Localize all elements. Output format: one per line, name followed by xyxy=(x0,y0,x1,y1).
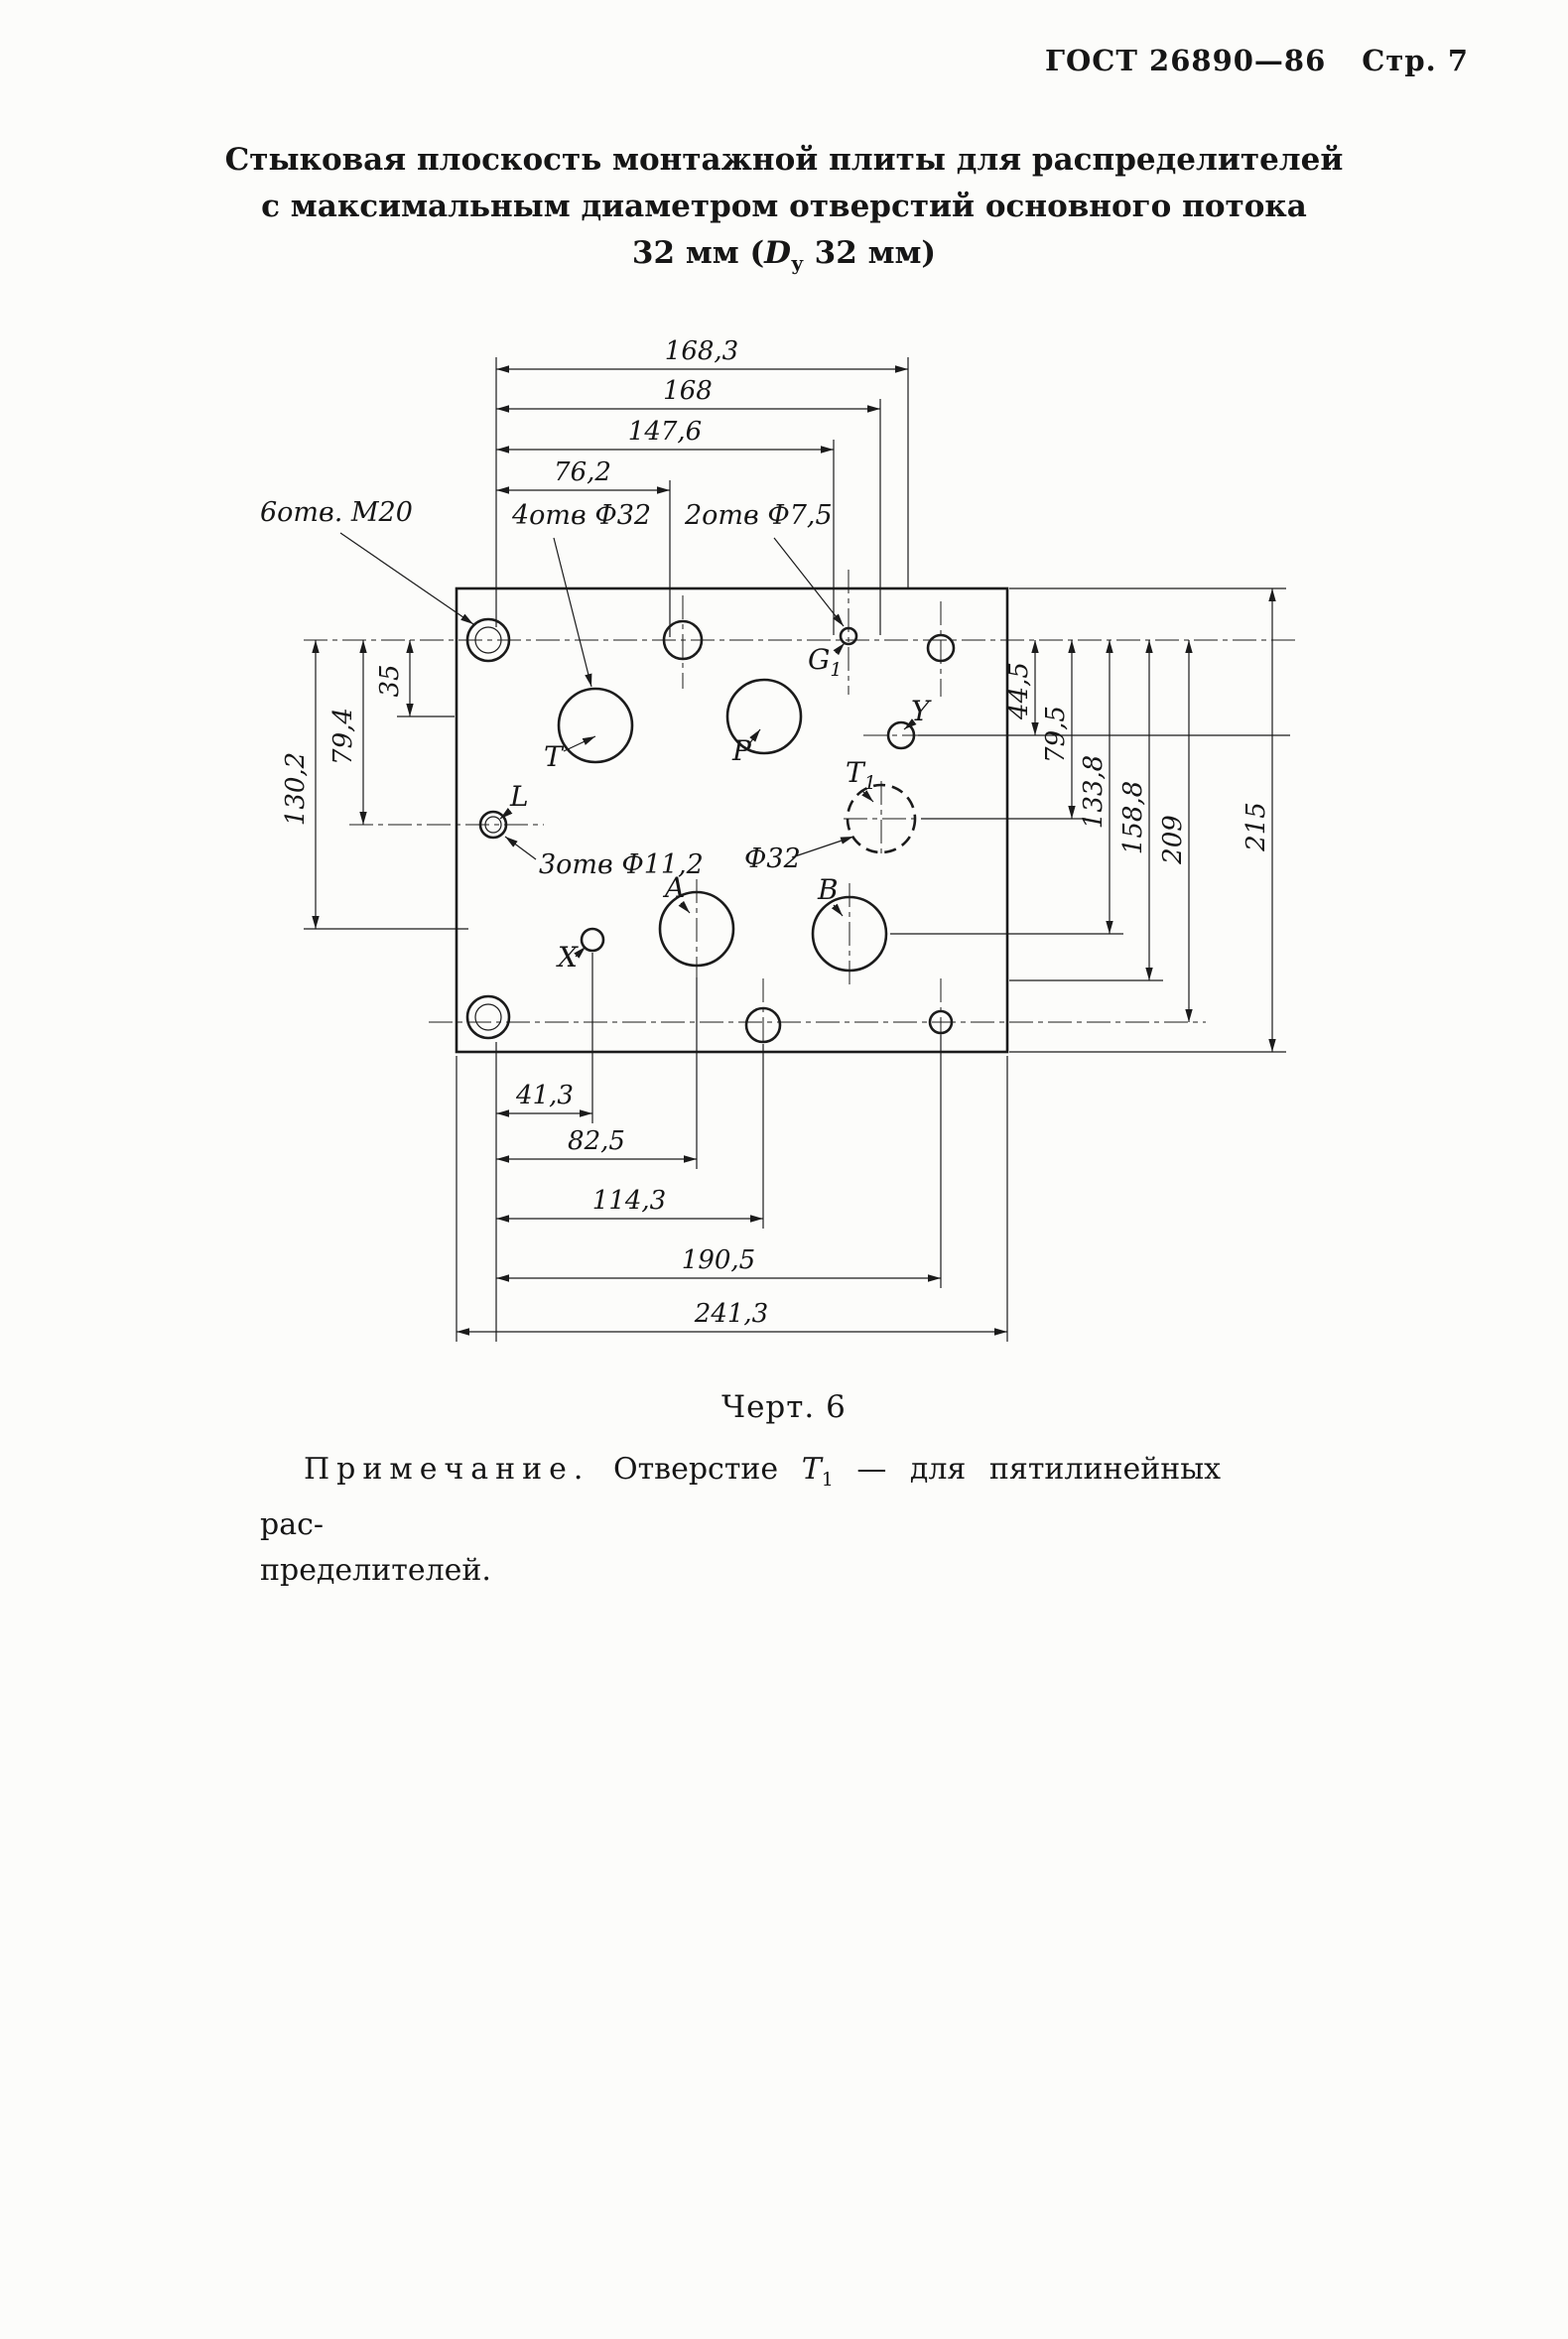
hole-m20-bottom xyxy=(465,994,511,1040)
dimensions-left: 130,2 79,4 35 xyxy=(281,640,468,930)
dim-right-215: 215 xyxy=(1241,802,1271,852)
page-number: Стр. 7 xyxy=(1362,44,1469,77)
dim-bottom-2413: 241,3 xyxy=(694,1299,768,1329)
hole-port-p xyxy=(725,678,803,755)
figure-caption: Черт. 6 xyxy=(721,1389,847,1425)
port-label-l: L xyxy=(509,780,529,813)
dim-right-1338: 133,8 xyxy=(1079,755,1109,829)
dim-left-35: 35 xyxy=(375,664,405,697)
hole-port-t xyxy=(557,687,634,764)
dim-right-1588: 158,8 xyxy=(1118,781,1148,854)
dim-left-794: 79,4 xyxy=(328,708,358,765)
dim-left-1302: 130,2 xyxy=(281,752,311,826)
dim-bottom-1143: 114,3 xyxy=(592,1186,666,1216)
dim-top-168: 168 xyxy=(663,376,713,406)
port-label-t: T xyxy=(544,740,565,773)
title-line-3: 32 мм (Dу 32 мм) xyxy=(631,235,937,276)
title-line-2: с максимальным диаметром отверстий основ… xyxy=(261,189,1307,224)
dim-right-445: 44,5 xyxy=(1004,662,1034,720)
port-label-y: Y xyxy=(911,695,932,727)
callout-m20: 6отв. М20 xyxy=(260,497,413,528)
port-label-g1: G1 xyxy=(808,643,842,681)
page-header: ГОСТ 26890—86 Стр. 7 xyxy=(1045,44,1469,77)
dim-right-209: 209 xyxy=(1158,815,1188,865)
port-labels: T P G1 Y T1 L A B X xyxy=(499,642,932,974)
note-label: Примечание. xyxy=(304,1452,590,1487)
centerlines xyxy=(304,570,1295,1072)
hole-bottom-small xyxy=(928,1009,954,1035)
hole-top-right xyxy=(926,633,956,663)
dimensions-bottom: 41,3 82,5 114,3 190,5 241,3 xyxy=(456,953,1008,1342)
title-line-1: Стыковая плоскость монтажной плиты для р… xyxy=(224,142,1344,178)
hole-port-t1 xyxy=(846,783,917,854)
plate-outline xyxy=(455,586,1009,1054)
document-title: Стыковая плоскость монтажной плиты для р… xyxy=(0,137,1568,287)
hole-port-b xyxy=(811,895,888,973)
dim-right-795: 79,5 xyxy=(1041,706,1071,763)
hole-top-middle xyxy=(662,619,704,661)
note-line-2: пределителей. xyxy=(260,1553,491,1588)
dim-top-1476: 147,6 xyxy=(628,417,702,447)
dim-top-1683: 168,3 xyxy=(665,336,738,366)
hole-port-y xyxy=(886,720,916,750)
callout-3xd112: 3отв Ф11,2 xyxy=(539,849,704,880)
port-label-x: X xyxy=(556,941,579,974)
technical-drawing: 6отв. М20 4отв Ф32 2отв Ф7,5 3отв Ф11,2 … xyxy=(260,336,1295,1342)
dim-top-762: 76,2 xyxy=(554,457,611,487)
callout-4xd32: 4отв Ф32 xyxy=(511,500,651,531)
dim-bottom-413: 41,3 xyxy=(515,1081,574,1110)
port-label-t1: T1 xyxy=(846,756,876,794)
dimensions-right: 44,5 79,5 133,8 158,8 209 215 xyxy=(890,587,1290,1053)
note-line-1: Примечание. Отверстие Т1 — для пятилиней… xyxy=(260,1452,1221,1542)
port-label-b: B xyxy=(817,873,839,906)
note-paragraph: Примечание. Отверстие Т1 — для пятилиней… xyxy=(260,1447,1297,1594)
hole-bottom-middle xyxy=(744,1006,782,1044)
hole-port-l xyxy=(478,810,508,840)
port-label-p: P xyxy=(731,734,752,767)
port-label-a: A xyxy=(662,871,685,904)
callouts: 6отв. М20 4отв Ф32 2отв Ф7,5 3отв Ф11,2 … xyxy=(260,497,854,880)
hole-port-a xyxy=(658,890,735,968)
holes xyxy=(465,617,956,1044)
gost-number: ГОСТ 26890—86 xyxy=(1045,44,1327,77)
hole-d75 xyxy=(839,626,858,646)
dim-bottom-825: 82,5 xyxy=(568,1126,625,1156)
hole-port-x xyxy=(580,927,605,953)
callout-2xd75: 2отв Ф7,5 xyxy=(684,500,833,531)
callout-d32: Ф32 xyxy=(744,844,801,874)
dimensions-top: 168,3 168 147,6 76,2 xyxy=(495,336,909,637)
hole-m20-top xyxy=(465,617,511,663)
dim-bottom-1905: 190,5 xyxy=(682,1245,755,1275)
